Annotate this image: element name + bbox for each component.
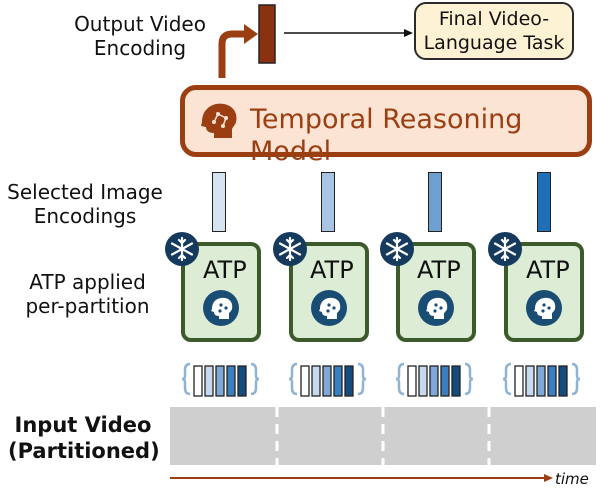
selected-label-line2: Encodings — [33, 204, 137, 228]
left-brace — [181, 362, 191, 396]
brain-head-icon — [526, 290, 562, 326]
mini-encoding — [514, 365, 524, 397]
mini-encoding — [451, 365, 461, 397]
partition-dividers — [275, 407, 491, 465]
mini-encoding — [226, 365, 236, 397]
right-brace — [571, 362, 581, 396]
mini-encoding — [333, 365, 343, 397]
atp-label-4: ATP — [526, 256, 570, 284]
output-label-line1: Output Video — [74, 12, 206, 36]
selected-encoding-2 — [321, 172, 335, 232]
atp-applied-label: ATP applied per-partition — [0, 270, 175, 318]
right-brace — [357, 362, 367, 396]
atp-label-line1: ATP applied — [29, 270, 146, 294]
atp-label-2: ATP — [310, 256, 354, 284]
mini-encoding — [536, 365, 546, 397]
brain-head-icon — [196, 100, 240, 144]
selected-label-line1: Selected Image — [7, 180, 163, 204]
right-brace — [250, 362, 260, 396]
mini-encoding — [440, 365, 450, 397]
task-arrow-head — [404, 29, 413, 37]
mini-encoding — [429, 365, 439, 397]
input-label-line1: Input Video — [14, 413, 152, 437]
mini-encoding — [311, 365, 321, 397]
brain-head-icon — [418, 290, 454, 326]
mini-encoding — [237, 365, 247, 397]
final-task-line1: Final Video- — [438, 8, 550, 30]
input-label-line2: (Partitioned) — [8, 439, 160, 463]
brain-head-icon — [311, 290, 347, 326]
snowflake-icon — [488, 232, 522, 266]
mini-encoding — [193, 365, 203, 397]
mini-encoding — [547, 365, 557, 397]
mini-encoding — [525, 365, 535, 397]
output-label-line2: Encoding — [93, 36, 187, 60]
input-video-bar — [170, 407, 596, 465]
brain-head-icon — [203, 290, 239, 326]
time-label: time — [555, 470, 589, 488]
bent-arrow-head — [244, 24, 258, 44]
mini-encoding — [322, 365, 332, 397]
atp-label-line2: per-partition — [25, 294, 150, 318]
input-video-label: Input Video (Partitioned) — [8, 412, 160, 464]
mini-encoding — [407, 365, 417, 397]
selected-encoding-1 — [212, 172, 226, 232]
mini-encoding — [558, 365, 568, 397]
left-brace — [288, 362, 298, 396]
left-brace — [502, 362, 512, 396]
selected-encoding-4 — [537, 172, 551, 232]
selected-image-encodings-label: Selected Image Encodings — [0, 180, 170, 228]
left-brace — [395, 362, 405, 396]
snowflake-icon — [380, 232, 414, 266]
mini-encoding — [215, 365, 225, 397]
atp-label-3: ATP — [417, 256, 461, 284]
mini-encoding — [418, 365, 428, 397]
snowflake-icon — [273, 232, 307, 266]
selected-encoding-3 — [428, 172, 442, 232]
mini-encoding — [344, 365, 354, 397]
temporal-reasoning-model-box — [180, 85, 592, 157]
time-arrow-head — [544, 474, 553, 482]
final-task-box: Final Video- Language Task — [414, 2, 574, 60]
output-video-encoding-label: Output Video Encoding — [55, 12, 225, 60]
atp-label-1: ATP — [203, 256, 247, 284]
bent-arrow — [218, 30, 246, 78]
final-task-line2: Language Task — [423, 32, 565, 54]
output-encoding-bar — [258, 4, 276, 64]
mini-encoding — [204, 365, 214, 397]
temporal-reasoning-model-label: Temporal Reasoning Model — [250, 104, 523, 167]
mini-encoding — [300, 365, 310, 397]
right-brace — [464, 362, 474, 396]
snowflake-icon — [165, 232, 199, 266]
